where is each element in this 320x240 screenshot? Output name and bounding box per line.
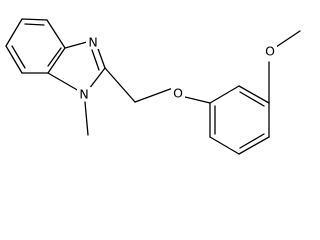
bond-ch2-o	[134, 87, 174, 103]
atom-labels: N N O O	[77, 35, 277, 102]
bond-c2-n1	[88, 67, 106, 90]
bond-n3-c2	[96, 45, 106, 69]
bond-ar1-ar2	[209, 85, 240, 104]
bonds	[5, 18, 301, 155]
bond-ar2-ar3-inner	[239, 91, 265, 107]
atom-n1: N	[77, 87, 91, 102]
bond-c4-c5	[21, 18, 48, 21]
chemical-structure: N N O O	[5, 18, 301, 155]
bond-c3a-c7a-inner	[47, 47, 62, 67]
bond-ar4-ar5-inner	[239, 133, 265, 149]
atom-label-n1: N	[79, 87, 88, 102]
atom-label-o-methoxy: O	[265, 44, 275, 59]
bond-c3a-c7a	[47, 47, 66, 74]
bond-ar4-ar5	[238, 136, 270, 155]
bond-c7a-c4	[46, 19, 66, 49]
atom-o-methoxy: O	[263, 44, 277, 59]
atom-o-ether: O	[171, 86, 185, 101]
bond-c7a-n3	[64, 41, 88, 49]
bond-o-ring	[180, 95, 211, 104]
atom-label-n3: N	[88, 35, 97, 50]
bond-c6-c7	[5, 45, 23, 74]
bond-c6-c7-inner	[11, 45, 26, 69]
bond-omethoxy-methyl	[275, 30, 301, 48]
bond-n3-c2-inner	[91, 49, 100, 71]
bond-ar2-ar3	[238, 85, 270, 104]
bond-n1-c3a	[47, 72, 80, 92]
atom-n3: N	[86, 35, 100, 50]
bond-c2-ch2	[104, 67, 136, 103]
bond-n1-methyl	[84, 101, 89, 136]
atom-label-o-ether: O	[173, 86, 183, 101]
bond-ar5-ar6	[209, 136, 240, 155]
bond-c5-c6	[5, 18, 23, 47]
bond-c4-c5-inner	[24, 23, 45, 26]
